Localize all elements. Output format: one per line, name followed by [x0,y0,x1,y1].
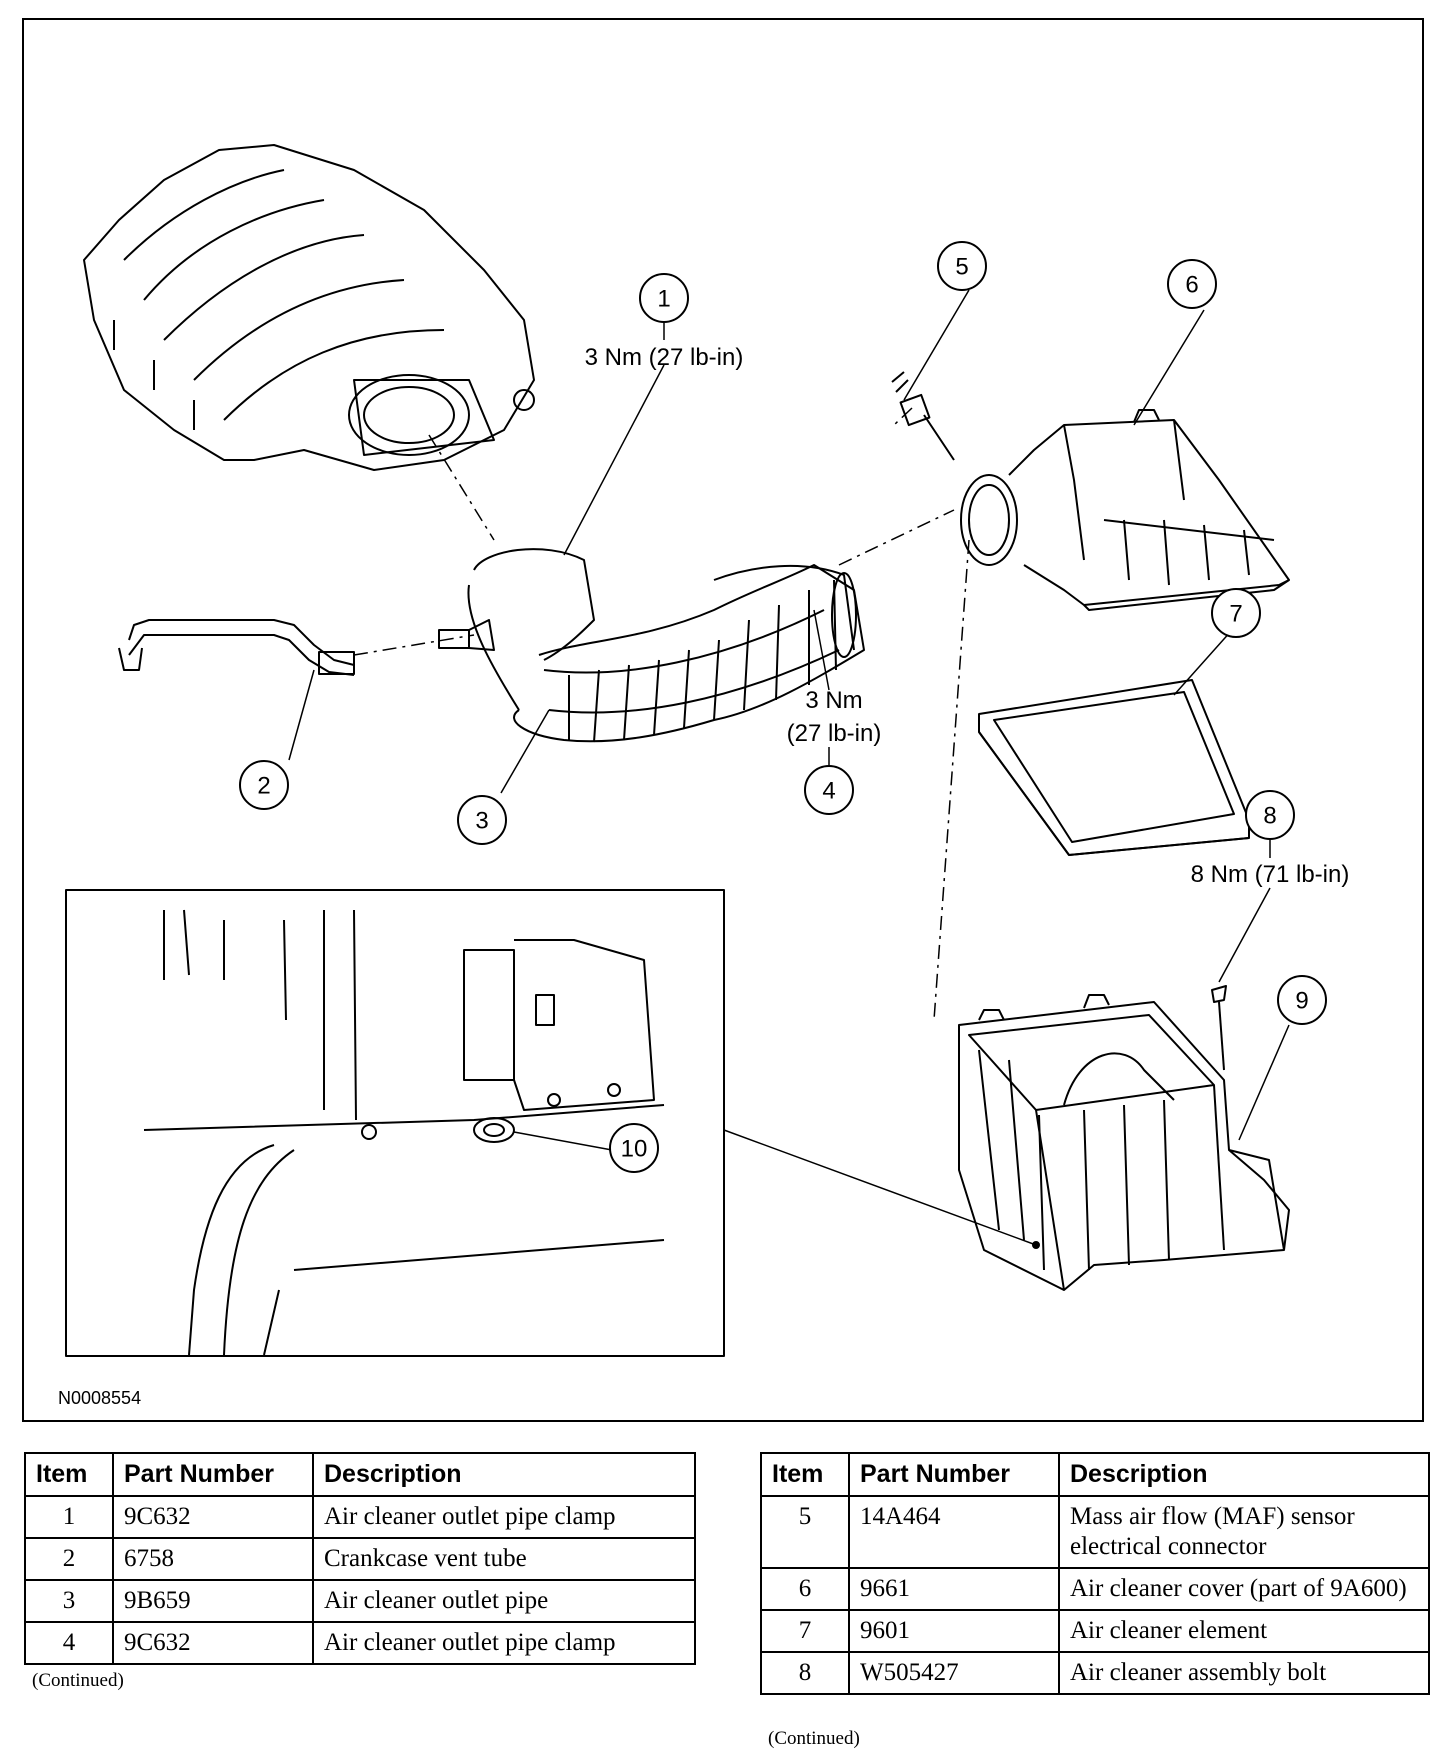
inset-detail [65,889,725,1357]
cell-part-number: 9B659 [112,1579,314,1623]
callout-4-circle [804,765,854,815]
cell-description: Air cleaner element [1058,1609,1430,1653]
callout-1-circle [639,273,689,323]
table-row: 6 9661 Air cleaner cover (part of 9A600) [760,1567,1430,1611]
callout-6-number: 6 [1185,272,1198,299]
diagram-artwork: 1 2 3 4 5 6 7 8 9 10 3 Nm (27 lb-in) 3 N… [65,144,1350,1357]
cell-item: 1 [24,1495,114,1539]
table-row: 1 9C632 Air cleaner outlet pipe clamp [24,1495,696,1539]
cell-description: Air cleaner outlet pipe clamp [312,1621,696,1665]
callout-7-number: 7 [1229,601,1242,628]
cell-part-number: 6758 [112,1537,314,1581]
callout-10-number: 10 [621,1136,648,1163]
callout-9-circle [1277,975,1327,1025]
cell-item: 7 [760,1609,850,1653]
table-row: 5 14A464 Mass air flow (MAF) sensor elec… [760,1495,1430,1569]
continued-note-right: (Continued) [768,1728,860,1749]
callout-1-number: 1 [657,286,670,313]
header-item: Item [760,1452,850,1497]
crankcase-vent-tube-drawing [118,619,495,676]
exploded-diagram: 1 2 3 4 5 6 7 8 9 10 3 Nm (27 lb-in) 3 N… [22,18,1424,1422]
alignment-lines [353,407,970,1021]
callout-8-circle [1245,790,1295,840]
table-row: 3 9B659 Air cleaner outlet pipe [24,1579,696,1623]
parts-table-left: Item Part Number Description 1 9C632 Air… [24,1452,696,1665]
air-cleaner-cover-drawing [960,409,1290,611]
cell-part-number: 14A464 [848,1495,1060,1569]
cell-part-number: 9661 [848,1567,1060,1611]
cell-item: 3 [24,1579,114,1623]
torque-spec-4-line1: 3 Nm [805,687,862,714]
callout-3-number: 3 [475,808,488,835]
table-header-row: Item Part Number Description [24,1452,696,1497]
callout-6-circle [1167,259,1217,309]
cell-description: Mass air flow (MAF) sensor electrical co… [1058,1495,1430,1569]
table-row: 2 6758 Crankcase vent tube [24,1537,696,1581]
air-cleaner-housing-drawing [958,994,1290,1291]
torque-spec-4-line2: (27 lb-in) [787,720,882,747]
parts-table-right: Item Part Number Description 5 14A464 Ma… [760,1452,1430,1695]
table-row: 7 9601 Air cleaner element [760,1609,1430,1653]
header-part-number: Part Number [848,1452,1060,1497]
cell-part-number: 9C632 [112,1621,314,1665]
table-row: 4 9C632 Air cleaner outlet pipe clamp [24,1621,696,1665]
table-row: 8 W505427 Air cleaner assembly bolt [760,1651,1430,1695]
cell-part-number: 9601 [848,1609,1060,1653]
header-description: Description [1058,1452,1430,1497]
callout-10-circle [609,1123,659,1173]
callout-2-circle [239,760,289,810]
cell-item: 2 [24,1537,114,1581]
intake-manifold-drawing [83,144,535,471]
continued-note-left: (Continued) [32,1670,124,1691]
callout-2-number: 2 [257,773,270,800]
outlet-pipe-drawing [467,548,865,743]
torque-spec-1: 3 Nm (27 lb-in) [585,344,744,371]
callout-5-number: 5 [955,254,968,281]
cell-item: 6 [760,1567,850,1611]
table-header-row: Item Part Number Description [760,1452,1430,1497]
maf-connector-drawing [891,371,955,461]
cell-description: Crankcase vent tube [312,1537,696,1581]
cell-description: Air cleaner outlet pipe [312,1579,696,1623]
torque-spec-8: 8 Nm (71 lb-in) [1191,861,1350,888]
callout-8-number: 8 [1263,803,1276,830]
callout-9-number: 9 [1295,988,1308,1015]
callout-4-number: 4 [822,778,835,805]
bolt-drawing [1211,985,1227,1071]
callout-5-circle [937,241,987,291]
filter-element-drawing [978,679,1250,856]
leader-lines [288,289,1290,1246]
header-part-number: Part Number [112,1452,314,1497]
cell-part-number: W505427 [848,1651,1060,1695]
cell-part-number: 9C632 [112,1495,314,1539]
figure-id-label: N0008554 [58,1388,142,1408]
header-item: Item [24,1452,114,1497]
cell-item: 5 [760,1495,850,1569]
cell-item: 4 [24,1621,114,1665]
cell-item: 8 [760,1651,850,1695]
cell-description: Air cleaner outlet pipe clamp [312,1495,696,1539]
callout-3-circle [457,795,507,845]
callout-7-circle [1211,588,1261,638]
cell-description: Air cleaner assembly bolt [1058,1651,1430,1695]
cell-description: Air cleaner cover (part of 9A600) [1058,1567,1430,1611]
header-description: Description [312,1452,696,1497]
